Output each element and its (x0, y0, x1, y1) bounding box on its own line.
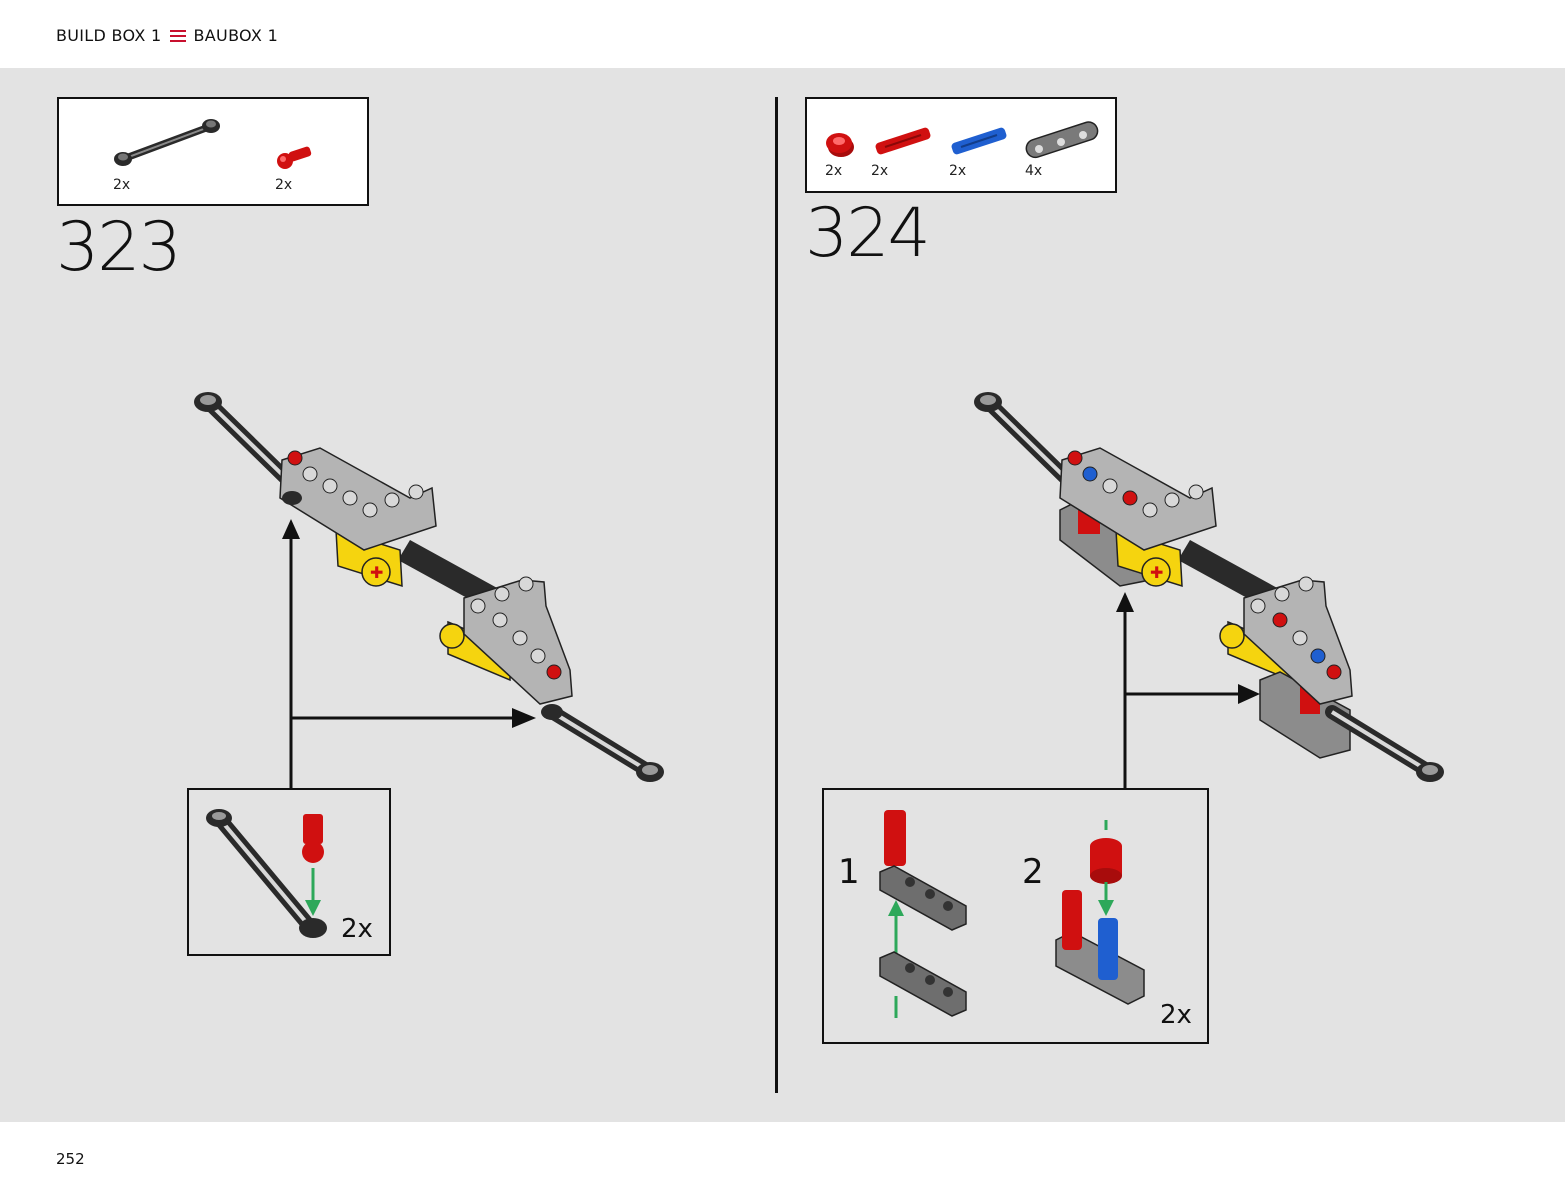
part-qty: 2x (949, 163, 967, 179)
step-323-arrows (282, 519, 536, 788)
menu-icon (169, 29, 186, 42)
subassembly-qty: 2x (1160, 1000, 1192, 1030)
blue-pin-icon (951, 127, 1007, 155)
sub-step-1-illustration (879, 810, 967, 1018)
part-qty: 2x (113, 177, 131, 193)
gray-beam-3-icon (1025, 121, 1099, 159)
subassembly-callout-323: 2x (187, 788, 391, 956)
step-324-arrows (1116, 592, 1260, 788)
part-qty: 2x (825, 163, 843, 179)
svg-text:✚: ✚ (1150, 563, 1163, 582)
sub-step-2-illustration (1055, 820, 1145, 1005)
baubox-label: BAUBOX 1 (193, 26, 279, 45)
sub-step-1-number: 1 (838, 852, 860, 892)
parts-callout-323: 2x 2x (57, 97, 369, 206)
step-324-model: ✚ (974, 392, 1444, 782)
step-number-324: 324 (805, 194, 931, 273)
subassembly-qty: 2x (341, 914, 373, 944)
red-bush-icon (826, 133, 854, 157)
red-ball-pin-icon (277, 146, 312, 169)
build-box-label: BUILD BOX 1 (56, 26, 162, 45)
step-divider (775, 97, 778, 1093)
parts-callout-324: 2x 2x 2x 4x (805, 97, 1117, 193)
gray-link-icon (114, 119, 220, 166)
page-footer (0, 1122, 1565, 1191)
subassembly-callout-324: 1 2 2x (822, 788, 1209, 1044)
part-qty: 2x (275, 177, 293, 193)
page-number: 252 (56, 1150, 85, 1168)
part-qty: 2x (871, 163, 889, 179)
step-number-323: 323 (56, 208, 182, 287)
part-qty: 4x (1025, 163, 1043, 179)
red-axle-pin-icon (875, 127, 931, 155)
step-323-model: ✚ (194, 392, 664, 782)
header-title: BUILD BOX 1 BAUBOX 1 (56, 26, 278, 45)
page-header: BUILD BOX 1 BAUBOX 1 (0, 0, 1565, 68)
link-with-pin-illustration (206, 809, 327, 938)
svg-text:✚: ✚ (370, 563, 383, 582)
sub-step-2-number: 2 (1022, 852, 1044, 892)
